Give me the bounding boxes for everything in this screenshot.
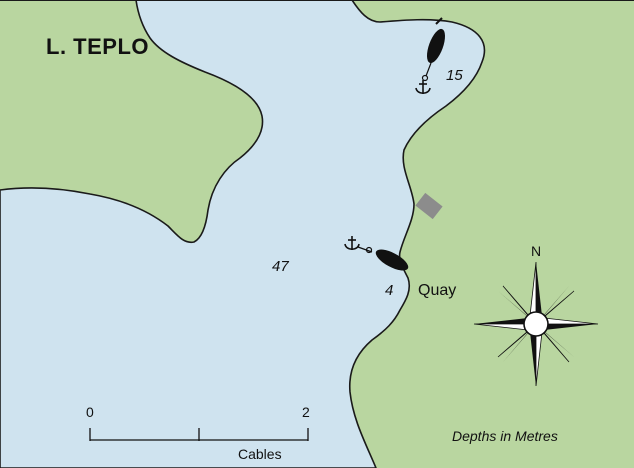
scale-unit-label: Cables [238, 446, 282, 462]
water-area [0, 0, 486, 468]
scale-end-label: 2 [302, 404, 310, 420]
scale-start-label: 0 [86, 404, 94, 420]
buoy-icon [426, 17, 446, 64]
scale-bar [89, 428, 309, 441]
depth-label: 47 [272, 258, 289, 275]
depth-unit-note: Depths in Metres [452, 428, 558, 444]
mooring-line [357, 246, 373, 253]
buoy-icon [375, 249, 409, 271]
building-icon [415, 192, 443, 220]
compass-rose-icon [473, 261, 599, 387]
depth-label: 15 [446, 67, 463, 84]
quay-label: Quay [418, 282, 457, 299]
anchor-icon [415, 80, 431, 95]
mooring-line [425, 62, 432, 77]
map-title: L. TEPLO [46, 34, 149, 59]
anchor-icon [344, 236, 360, 251]
mooring-ring [365, 246, 373, 254]
mooring-ring [421, 74, 429, 82]
depth-label: 4 [385, 282, 394, 299]
north-label: N [531, 243, 542, 259]
